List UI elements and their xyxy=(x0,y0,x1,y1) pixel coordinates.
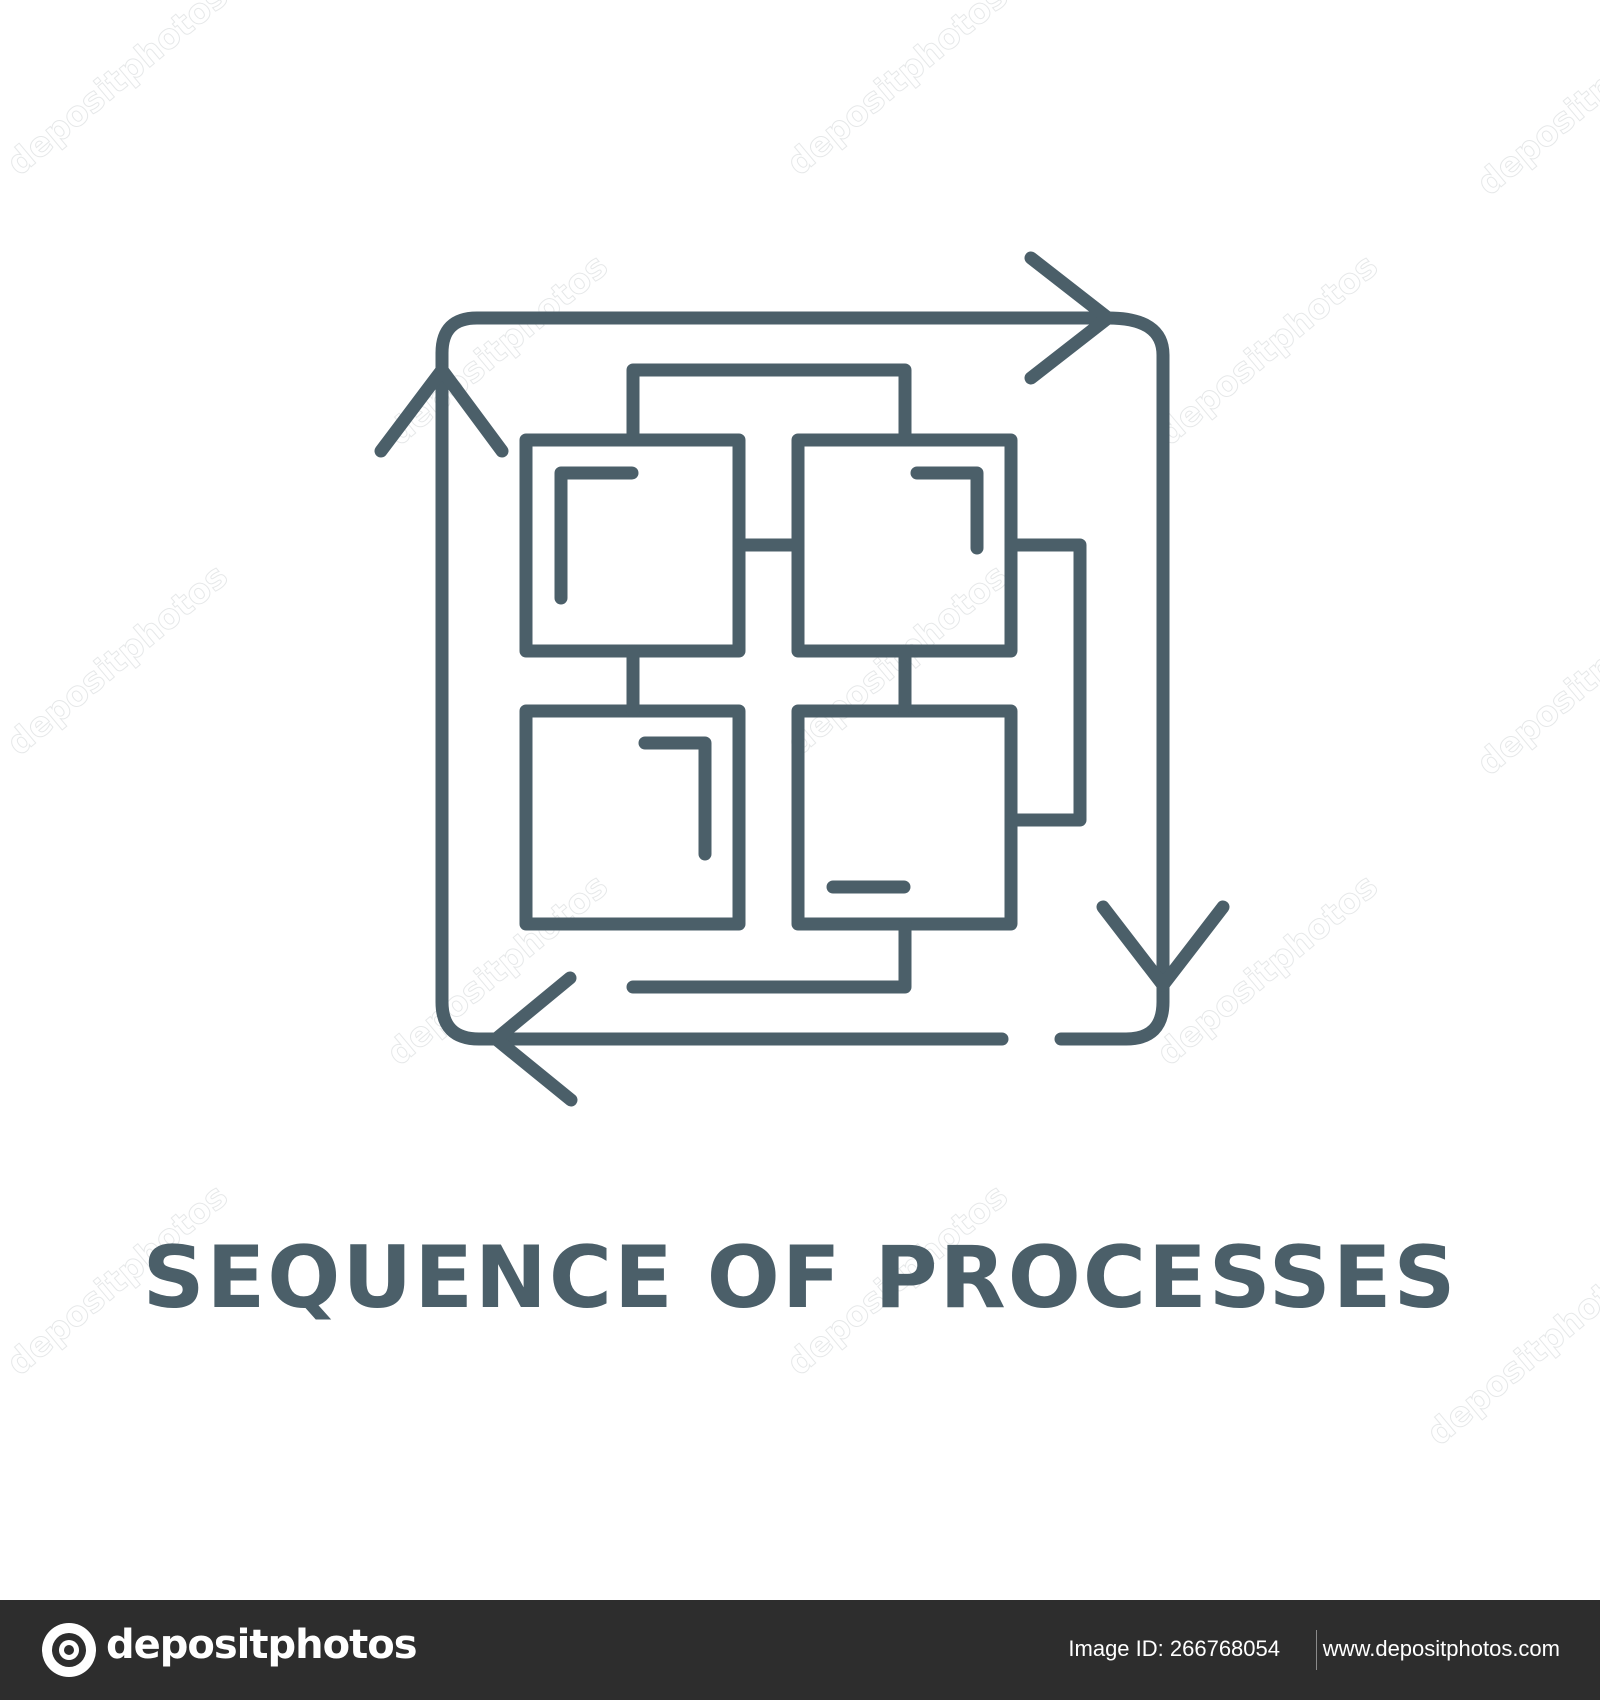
depositphotos-logo-icon xyxy=(42,1623,96,1677)
footer-bar: depositphotos Image ID: 266768054 www.de… xyxy=(0,1600,1600,1700)
sequence-of-processes-icon xyxy=(374,251,1230,1107)
connector-top-bracket xyxy=(626,363,912,447)
footer-divider xyxy=(1316,1630,1317,1670)
image-id-label: Image ID: 266768054 xyxy=(1068,1636,1280,1661)
connector-right-loop xyxy=(1004,538,1087,827)
arrowhead-up-icon xyxy=(374,363,509,458)
depositphotos-logo-text: depositphotos xyxy=(106,1622,418,1668)
outer-frame-top-left-path xyxy=(435,311,1115,1046)
page-title: SEQUENCE OF PROCESSES xyxy=(142,1228,1458,1328)
outer-frame-right-path xyxy=(1097,311,1170,1046)
site-url-link[interactable]: www.depositphotos.com xyxy=(1322,1636,1560,1661)
connector-bottom-loop xyxy=(626,917,912,994)
arrowhead-left-icon xyxy=(489,971,578,1107)
arrowhead-down-icon xyxy=(1096,900,1230,992)
inner-mark-top-left xyxy=(554,466,639,605)
inner-mark-bottom-left xyxy=(638,736,712,861)
inner-mark-top-right xyxy=(910,466,984,555)
arrowhead-right-icon xyxy=(1024,251,1115,385)
